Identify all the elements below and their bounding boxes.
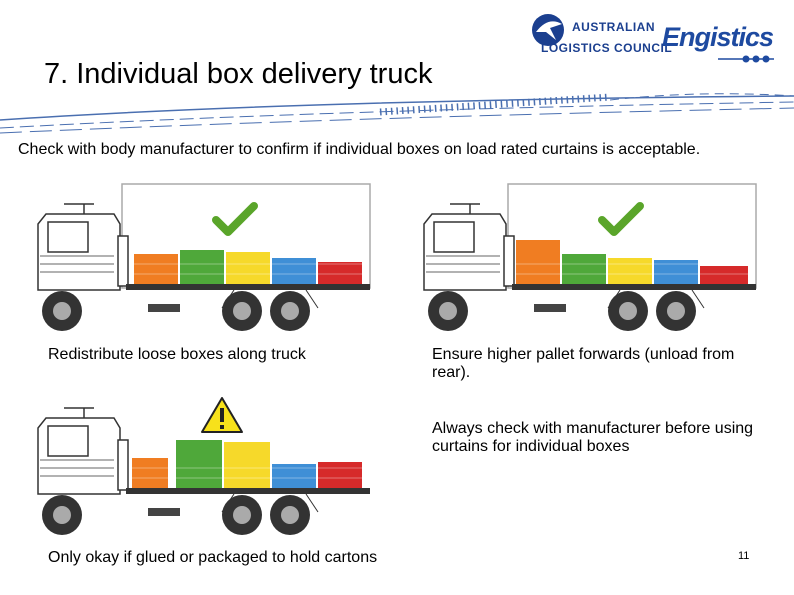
check-icon	[212, 202, 258, 236]
slide-subtitle: Check with body manufacturer to confirm …	[18, 141, 701, 158]
page-number: 11	[738, 550, 750, 562]
panel-1-caption: Redistribute loose boxes along truck	[48, 346, 306, 363]
wheel-icon	[428, 291, 696, 331]
truck-icon	[37, 407, 129, 495]
truck-icon	[423, 183, 757, 291]
wheel-icon	[42, 495, 310, 535]
wheel-icon	[42, 291, 310, 331]
cargo-boxes	[516, 240, 748, 284]
alc-logo-line2: LOGISTICS COUNCIL	[541, 41, 673, 55]
engistics-logo: Engistics	[662, 22, 774, 52]
check-icon	[598, 202, 644, 236]
alc-logo-line1: AUSTRALIAN	[572, 20, 655, 34]
cargo-boxes	[134, 250, 362, 284]
cargo-boxes	[132, 440, 362, 488]
warning-icon	[201, 397, 243, 433]
truck-3-illustration	[37, 397, 370, 535]
truck-1-illustration	[37, 183, 371, 331]
panel-3-caption: Only okay if glued or packaged to hold c…	[48, 549, 378, 566]
alc-logo-icon	[532, 14, 564, 46]
truck-2-illustration	[423, 183, 757, 331]
header-swoosh	[0, 93, 794, 134]
panel-2-caption: Ensure higher pallet forwards (unload fr…	[432, 346, 735, 381]
truck-icon	[37, 183, 371, 291]
slide-title: 7. Individual box delivery truck	[44, 58, 433, 90]
manufacturer-note: Always check with manufacturer before us…	[432, 420, 754, 455]
engistics-dots-icon	[718, 55, 774, 63]
